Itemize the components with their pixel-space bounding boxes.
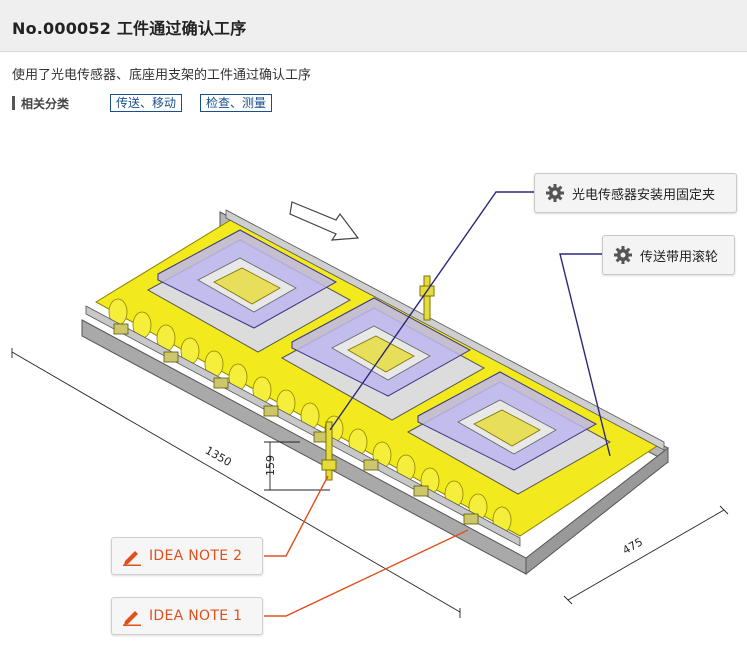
callout-conveyor-roller[interactable]: 传送带用滚轮 — [602, 235, 735, 275]
page-header: No.000052 工件通过确认工序 — [0, 0, 747, 52]
page-title: No.000052 工件通过确认工序 — [12, 19, 247, 38]
page-description: 使用了光电传感器、底座用支架的工件通过确认工序 — [12, 68, 312, 83]
isometric-conveyor-drawing: 1350 159 475 — [11, 191, 729, 618]
idea-note-label: IDEA NOTE 1 — [149, 608, 243, 624]
base-frame-end — [525, 446, 669, 576]
idea-note-leaders — [264, 475, 469, 617]
back-rail — [225, 209, 665, 451]
pencil-icon — [123, 611, 141, 626]
bracket-row — [113, 323, 479, 525]
callout-label: 光电传感器安装用固定夹 — [572, 188, 716, 203]
callout-leaders — [329, 191, 611, 457]
work-fixture-1 — [146, 229, 352, 353]
direction-arrow-icon — [289, 201, 360, 241]
callout-sensor-bracket[interactable]: 光电传感器安装用固定夹 — [534, 173, 737, 213]
gear-icon — [546, 184, 564, 202]
pencil-icon — [123, 551, 141, 566]
work-fixture-3 — [406, 371, 612, 495]
roller-row — [108, 298, 512, 534]
idea-note-label: IDEA NOTE 2 — [149, 548, 243, 564]
callout-label: 传送带用滚轮 — [640, 250, 719, 265]
gear-icon — [614, 246, 632, 264]
category-marker — [12, 96, 15, 110]
machine-drawing: 1350 159 475 — [0, 130, 747, 664]
work-fixture-2 — [280, 297, 486, 421]
idea-note-2-button[interactable]: IDEA NOTE 2 — [111, 537, 263, 575]
dimension-height-label: 159 — [264, 455, 277, 476]
category-label: 相关分类 — [21, 97, 70, 111]
tag-inspection[interactable]: 检查、测量 — [200, 94, 273, 112]
idea-note-1-button[interactable]: IDEA NOTE 1 — [111, 597, 263, 635]
tag-conveying[interactable]: 传送、移动 — [110, 94, 183, 112]
dimension-width-label: 475 — [620, 535, 645, 557]
